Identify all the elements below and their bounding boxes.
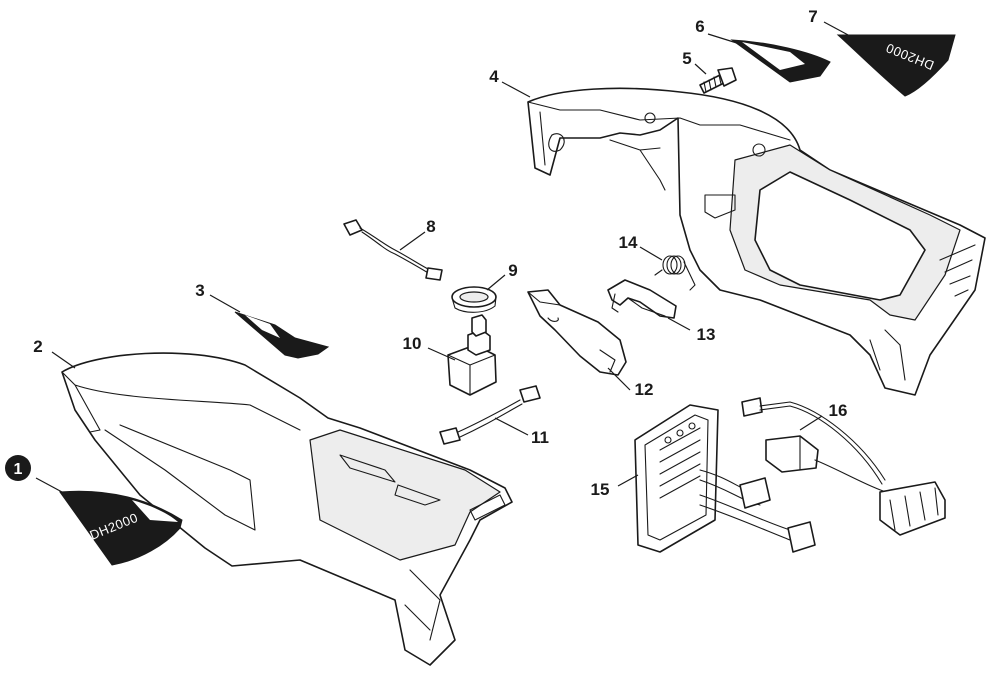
callout-7: 7 bbox=[808, 7, 817, 26]
callout-11: 11 bbox=[531, 428, 549, 447]
callout-13: 13 bbox=[697, 325, 716, 344]
screw-part bbox=[699, 67, 737, 94]
callout-6: 6 bbox=[695, 17, 704, 36]
wire-harness-11-part bbox=[439, 385, 541, 445]
switch-part bbox=[447, 314, 497, 396]
decal-dh2000-right: DH2000 bbox=[836, 34, 956, 97]
callout-4: 4 bbox=[489, 67, 499, 86]
callout-16: 16 bbox=[829, 401, 848, 420]
callout-8: 8 bbox=[426, 217, 435, 236]
callout-1-label: 1 bbox=[14, 461, 23, 478]
spring-part bbox=[654, 255, 696, 291]
callout-1-badge bbox=[5, 455, 31, 481]
decal-small-top bbox=[730, 39, 831, 83]
callout-15: 15 bbox=[591, 480, 610, 499]
lock-lever-part bbox=[607, 279, 677, 319]
decal-dh2000-left: DH2000 bbox=[59, 490, 183, 566]
callout-9: 9 bbox=[508, 261, 517, 280]
leader-lines bbox=[35, 21, 851, 493]
callout-3: 3 bbox=[195, 281, 204, 300]
trigger-part bbox=[527, 289, 627, 376]
callout-5: 5 bbox=[682, 49, 691, 68]
callout-12: 12 bbox=[635, 380, 654, 399]
callout-10: 10 bbox=[403, 334, 422, 353]
callout-14: 14 bbox=[619, 233, 638, 252]
circuit-board-part bbox=[634, 404, 816, 553]
grommet-part bbox=[451, 286, 497, 313]
upper-housing-part bbox=[527, 87, 986, 396]
callout-1: 1 bbox=[5, 455, 31, 481]
decal-small-left bbox=[234, 311, 330, 359]
switch-harness-part bbox=[741, 397, 946, 536]
callout-2: 2 bbox=[33, 337, 42, 356]
lower-housing-part bbox=[61, 352, 513, 666]
wire-harness-8-part bbox=[343, 219, 443, 281]
